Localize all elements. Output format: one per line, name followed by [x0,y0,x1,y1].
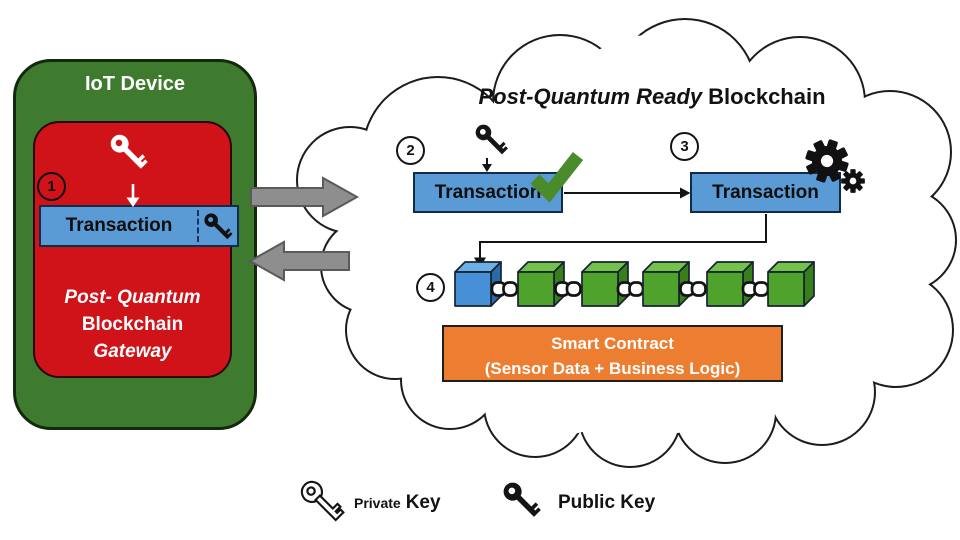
chain-link-icon [741,281,770,297]
smart-contract-box: Smart Contract (Sensor Data + Business L… [442,325,783,382]
iot-device-title: IoT Device [84,73,186,95]
step-3-badge: 3 [670,132,699,161]
device-transaction-box: Transaction [39,205,239,247]
step-1-number: 1 [47,178,56,195]
chain-link-icon [616,281,645,297]
step-3-number: 3 [680,138,689,155]
gateway-label-line1: Post- Quantum [64,287,201,308]
private-key-legend-label: Private Key [354,492,441,514]
chain-link-icon [554,281,582,297]
signed-transaction-label: Transaction [434,181,542,203]
cloud-title-emphasis: Post-Quantum Ready [478,84,703,109]
gateway-label-line3: Gateway [93,341,172,362]
private-key-word1: Private [354,495,401,511]
private-key-word2: Key [405,492,441,513]
gateway-label-line2: Blockchain [81,314,184,335]
public-key-legend-label: Public Key [558,492,656,513]
step-2-badge: 2 [396,136,425,165]
cloud-title-rest: Blockchain [708,84,826,109]
step-2-number: 2 [406,142,415,159]
private-key-icon [296,476,347,527]
device-transaction-label: Transaction [65,215,173,236]
gateway-label: Post- Quantum Blockchain Gateway [33,284,232,365]
transaction-flow-arrow [564,187,691,199]
chain-link-icon [490,281,519,297]
smart-contract-line2: (Sensor Data + Business Logic) [484,359,741,378]
public-key-legend-icon [499,478,543,522]
chain-link-icon [679,281,707,297]
signature-divider [197,210,199,242]
block-cube [767,261,815,307]
smart-contract-line1: Smart Contract [551,334,674,353]
executed-transaction-box: Transaction [690,172,841,213]
executed-transaction-label: Transaction [712,181,819,203]
key-to-transaction-arrow [482,158,492,172]
step-4-badge: 4 [416,273,445,302]
signed-transaction-box: Transaction [413,172,563,213]
step-1-badge: 1 [37,172,66,201]
step-4-number: 4 [426,279,435,296]
